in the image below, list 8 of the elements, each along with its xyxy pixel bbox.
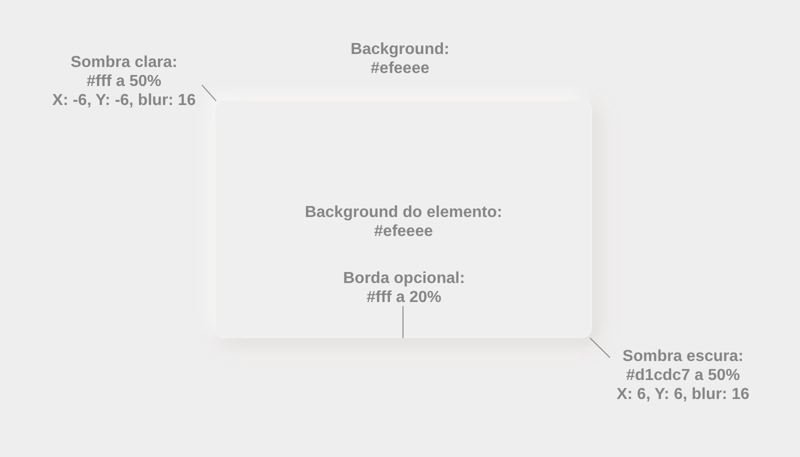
shadow-note: Sombra escura: #d1cdc7 a 50% X: 6, Y: 6, blur: 16 [610,346,756,404]
leader-line [590,338,610,358]
border-note: Borda opcional: #fff a 20% [340,268,468,307]
page-background-label: Background: #efeeee [350,40,450,78]
leader-line [202,84,217,102]
card-label: Background do elemento: #efeeee [304,203,504,241]
leader-line [402,306,404,338]
shadow-note: Sombra clara: #fff a 50% X: -6, Y: -6, blur: 16 [46,52,202,110]
